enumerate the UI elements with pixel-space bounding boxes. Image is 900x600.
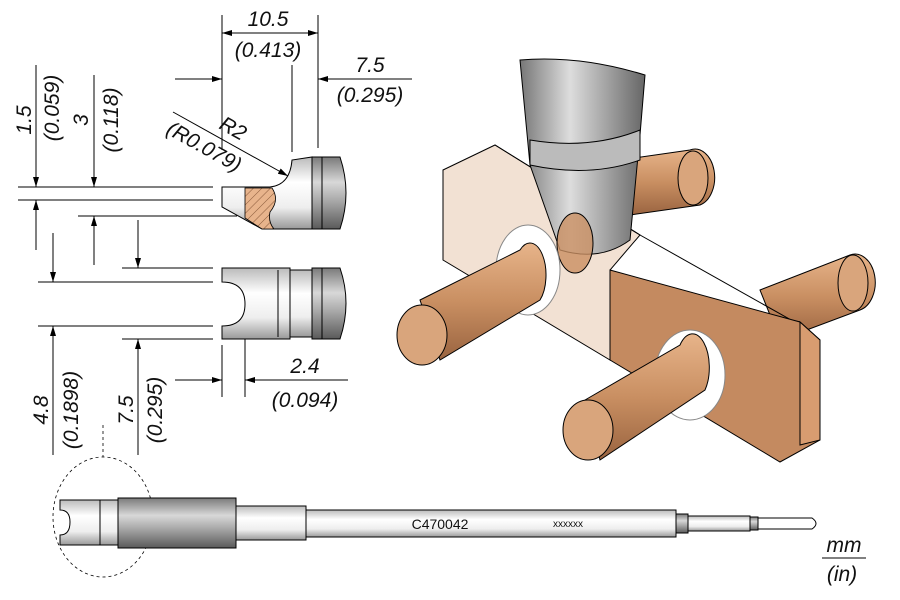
dim-4-8-mm: 4.8 (30, 395, 53, 425)
dim-1-5-mm: 1.5 (13, 105, 36, 135)
dim-r2-mm: R2 (216, 112, 251, 145)
3d-component-illustration (396, 58, 876, 463)
tip-front-view (221, 267, 347, 340)
dimension-thickness: 1.5 (0.059) 3 (0.118) (13, 65, 237, 265)
dim-3-mm: 3 (70, 114, 93, 126)
dimension-width-part: 7.5 (0.295) (175, 54, 412, 152)
dim-1-5-in: (0.059) (41, 75, 64, 142)
dim-4-8-in: (0.1898) (60, 371, 83, 449)
unit-in: (in) (827, 563, 857, 586)
dimension-radius: R2 (R0.079) (163, 111, 289, 177)
dimension-width-total: 10.5 (0.413) (221, 8, 319, 150)
dim-2-4-mm: 2.4 (289, 355, 319, 378)
part-number: C470042 (412, 516, 469, 532)
unit-mm: mm (827, 534, 862, 557)
dim-10-5-mm: 10.5 (248, 8, 289, 31)
dim-7-5b-in: (0.295) (144, 377, 167, 444)
serial-number: xxxxxx (553, 519, 583, 530)
dim-2-4-in: (0.094) (272, 389, 339, 412)
dimension-slot-depth: 2.4 (0.094) (175, 305, 348, 412)
units-legend: mm (in) (822, 534, 866, 586)
dim-7-5b-mm: 7.5 (115, 395, 138, 425)
dim-7-5-in: (0.295) (337, 84, 404, 107)
dim-7-5-mm: 7.5 (355, 54, 385, 77)
dim-10-5-in: (0.413) (235, 39, 302, 62)
dimension-slot-width: 4.8 (0.1898) 7.5 (0.295) (30, 220, 213, 455)
full-tip-drawing: C470042 xxxxxx (52, 425, 817, 578)
tip-side-view (221, 156, 347, 230)
dim-3-in: (0.118) (100, 88, 123, 153)
